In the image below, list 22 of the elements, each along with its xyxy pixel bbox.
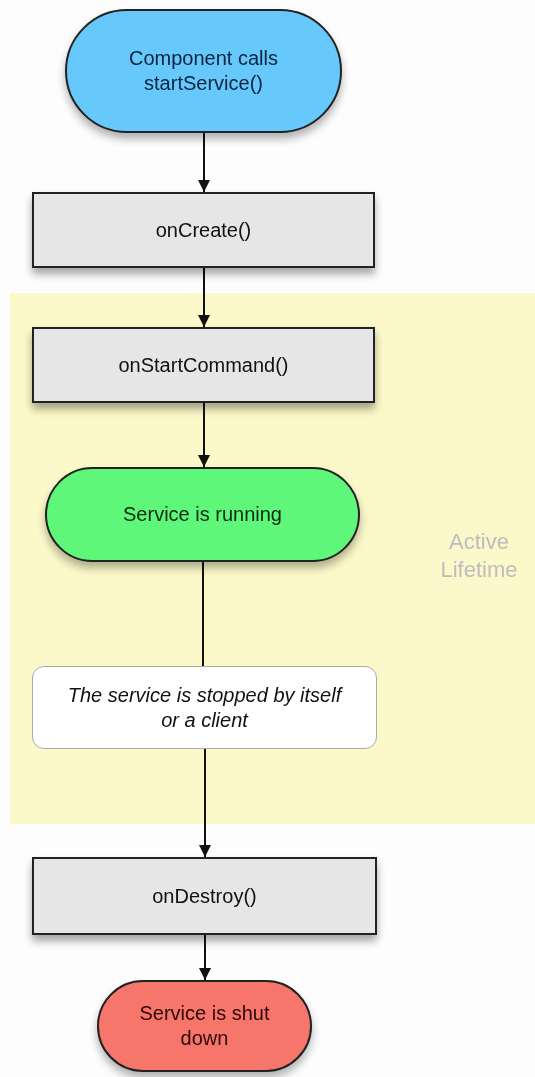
arrow — [198, 267, 210, 328]
node-label: Component calls startService() — [128, 46, 279, 96]
node-label: onStartCommand() — [117, 352, 290, 378]
end-terminal — [97, 980, 312, 1072]
arrow — [199, 934, 211, 981]
state-terminal — [45, 467, 360, 562]
arrow — [199, 748, 211, 858]
lifetime-label: Active Lifetime — [439, 528, 519, 583]
connector-line — [202, 561, 204, 667]
arrow — [198, 132, 210, 193]
node-label: onCreate() — [154, 217, 253, 243]
process-box — [32, 857, 377, 935]
arrow — [198, 402, 210, 468]
lifetime-band — [10, 293, 535, 824]
node-label: Service is running — [122, 502, 283, 527]
process-box — [32, 192, 375, 268]
start-terminal — [65, 9, 342, 133]
process-box — [32, 327, 375, 403]
node-label: onDestroy() — [151, 883, 258, 909]
condition-box — [32, 666, 377, 749]
node-label: The service is stopped by itself or a client — [66, 682, 344, 733]
node-label: Service is shut down — [138, 1001, 271, 1051]
